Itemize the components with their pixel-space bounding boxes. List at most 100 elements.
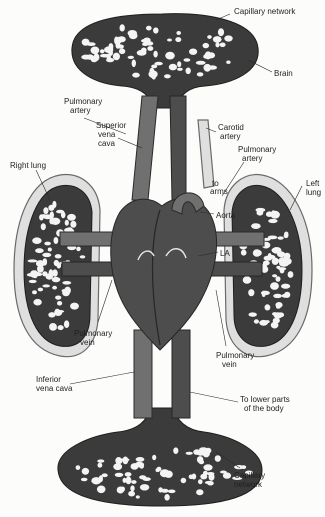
right-lung-label: Right lung xyxy=(10,161,46,170)
capillary-gap xyxy=(198,479,203,484)
capillary-gap xyxy=(64,320,69,328)
capillary-gap xyxy=(93,53,99,61)
capillary-gap xyxy=(120,24,125,31)
capillary-gap xyxy=(226,61,230,64)
capillary-gap xyxy=(136,457,145,462)
capillary-gap xyxy=(42,284,50,287)
capillary-gap xyxy=(119,49,125,55)
left-lung-label: Left lung xyxy=(306,179,322,197)
capillary-gap xyxy=(213,36,222,43)
capillary-gap xyxy=(55,296,61,300)
capillary-gap xyxy=(132,60,136,68)
capillary-gap xyxy=(271,322,279,329)
capillary-gap xyxy=(38,288,43,292)
capillary-gap xyxy=(142,42,148,46)
brain-capillary-network xyxy=(72,14,258,108)
capillary-gap xyxy=(157,467,162,472)
capillary-gap xyxy=(30,270,37,278)
capillary-gap xyxy=(37,265,44,273)
capillary-gap xyxy=(207,35,212,39)
capillary-gap xyxy=(42,253,51,257)
capillary-gap xyxy=(132,73,140,78)
capillary-gap xyxy=(128,491,135,497)
capillary-gap xyxy=(131,480,136,484)
capillary-gap xyxy=(54,260,59,266)
capillary-gap xyxy=(167,53,171,56)
capillary-gap xyxy=(249,312,257,316)
capillary-gap xyxy=(158,487,163,492)
capillary-gap xyxy=(67,214,76,221)
capillary-gap xyxy=(251,223,261,229)
capillary-gap xyxy=(70,221,76,228)
capillary-gap xyxy=(65,220,69,226)
capillary-gap xyxy=(272,312,278,316)
capillary-gap xyxy=(29,280,37,283)
capillary-gap xyxy=(241,250,247,256)
capillary-gap xyxy=(54,310,64,313)
capillary-gap xyxy=(215,42,219,47)
capillary-gap xyxy=(273,294,282,298)
capillary-gap xyxy=(243,276,252,284)
capillary-gap xyxy=(265,304,271,310)
capillary-gap xyxy=(153,51,157,58)
capillary-gap xyxy=(82,468,89,475)
capillary-gap xyxy=(150,68,155,75)
capillary-gap xyxy=(278,236,284,239)
capillary-gap xyxy=(197,450,205,456)
capillary-gap xyxy=(215,455,221,462)
capillary-gap xyxy=(197,72,204,76)
pulmonary-vein-left-label: Pulmonary vein xyxy=(74,329,114,347)
capillary-gap xyxy=(98,463,103,468)
pulmonary-artery-left-label: Pulmonary artery xyxy=(64,97,104,115)
capillary-gap xyxy=(62,289,70,293)
capillary-gap xyxy=(164,494,169,501)
capillary-gap xyxy=(261,291,270,295)
capillary-gap xyxy=(276,305,281,308)
capillary-gap xyxy=(288,271,294,278)
capillary-gap xyxy=(151,65,157,69)
capillary-gap xyxy=(113,53,120,61)
capillary-gap xyxy=(140,484,149,490)
capillary-gap xyxy=(177,68,183,71)
capillary-gap xyxy=(43,214,52,219)
capillary-gap xyxy=(147,46,153,51)
heart xyxy=(111,198,217,350)
capillary-gap xyxy=(48,248,52,252)
inferior-vena-cava xyxy=(134,330,152,418)
capillary-gap xyxy=(200,474,207,480)
capillary-gap xyxy=(52,269,58,276)
capillary-gap xyxy=(169,64,177,71)
capillary-gap xyxy=(50,326,57,330)
capillary-gap xyxy=(278,258,283,262)
pulmonary-vein-right-label: Pulmonary vein xyxy=(216,351,256,369)
capillary-gap xyxy=(281,284,290,289)
to-lower-body-label: To lower parts of the body xyxy=(240,395,292,413)
capillary-gap xyxy=(205,51,212,59)
capillary-gap xyxy=(115,457,122,464)
capillary-gap xyxy=(175,37,181,42)
capillary-gap xyxy=(271,210,275,216)
capillary-gap xyxy=(177,61,181,67)
capillary-gap xyxy=(176,31,181,35)
capillary-gap xyxy=(196,61,206,65)
capillary-gap xyxy=(263,261,270,266)
capillary-gap xyxy=(276,266,280,269)
capillary-gap xyxy=(70,303,79,310)
capillary-gap xyxy=(284,234,289,238)
capillary-gap xyxy=(136,495,140,498)
capillary-gap xyxy=(28,259,38,262)
capillary-gap xyxy=(118,45,124,49)
capillary-gap xyxy=(283,258,289,262)
capillary-gap xyxy=(100,49,105,53)
capillary-gap xyxy=(76,247,81,252)
superior-vena-cava xyxy=(132,96,158,200)
capillary-gap xyxy=(163,469,169,474)
capillary-gap xyxy=(32,290,37,294)
capillary-gap xyxy=(104,46,113,53)
capillary-gap xyxy=(102,473,108,477)
capillary-gap xyxy=(146,26,152,31)
capillary-gap xyxy=(181,478,187,483)
capillary-gap xyxy=(82,39,90,46)
capillary-gap xyxy=(274,284,279,288)
